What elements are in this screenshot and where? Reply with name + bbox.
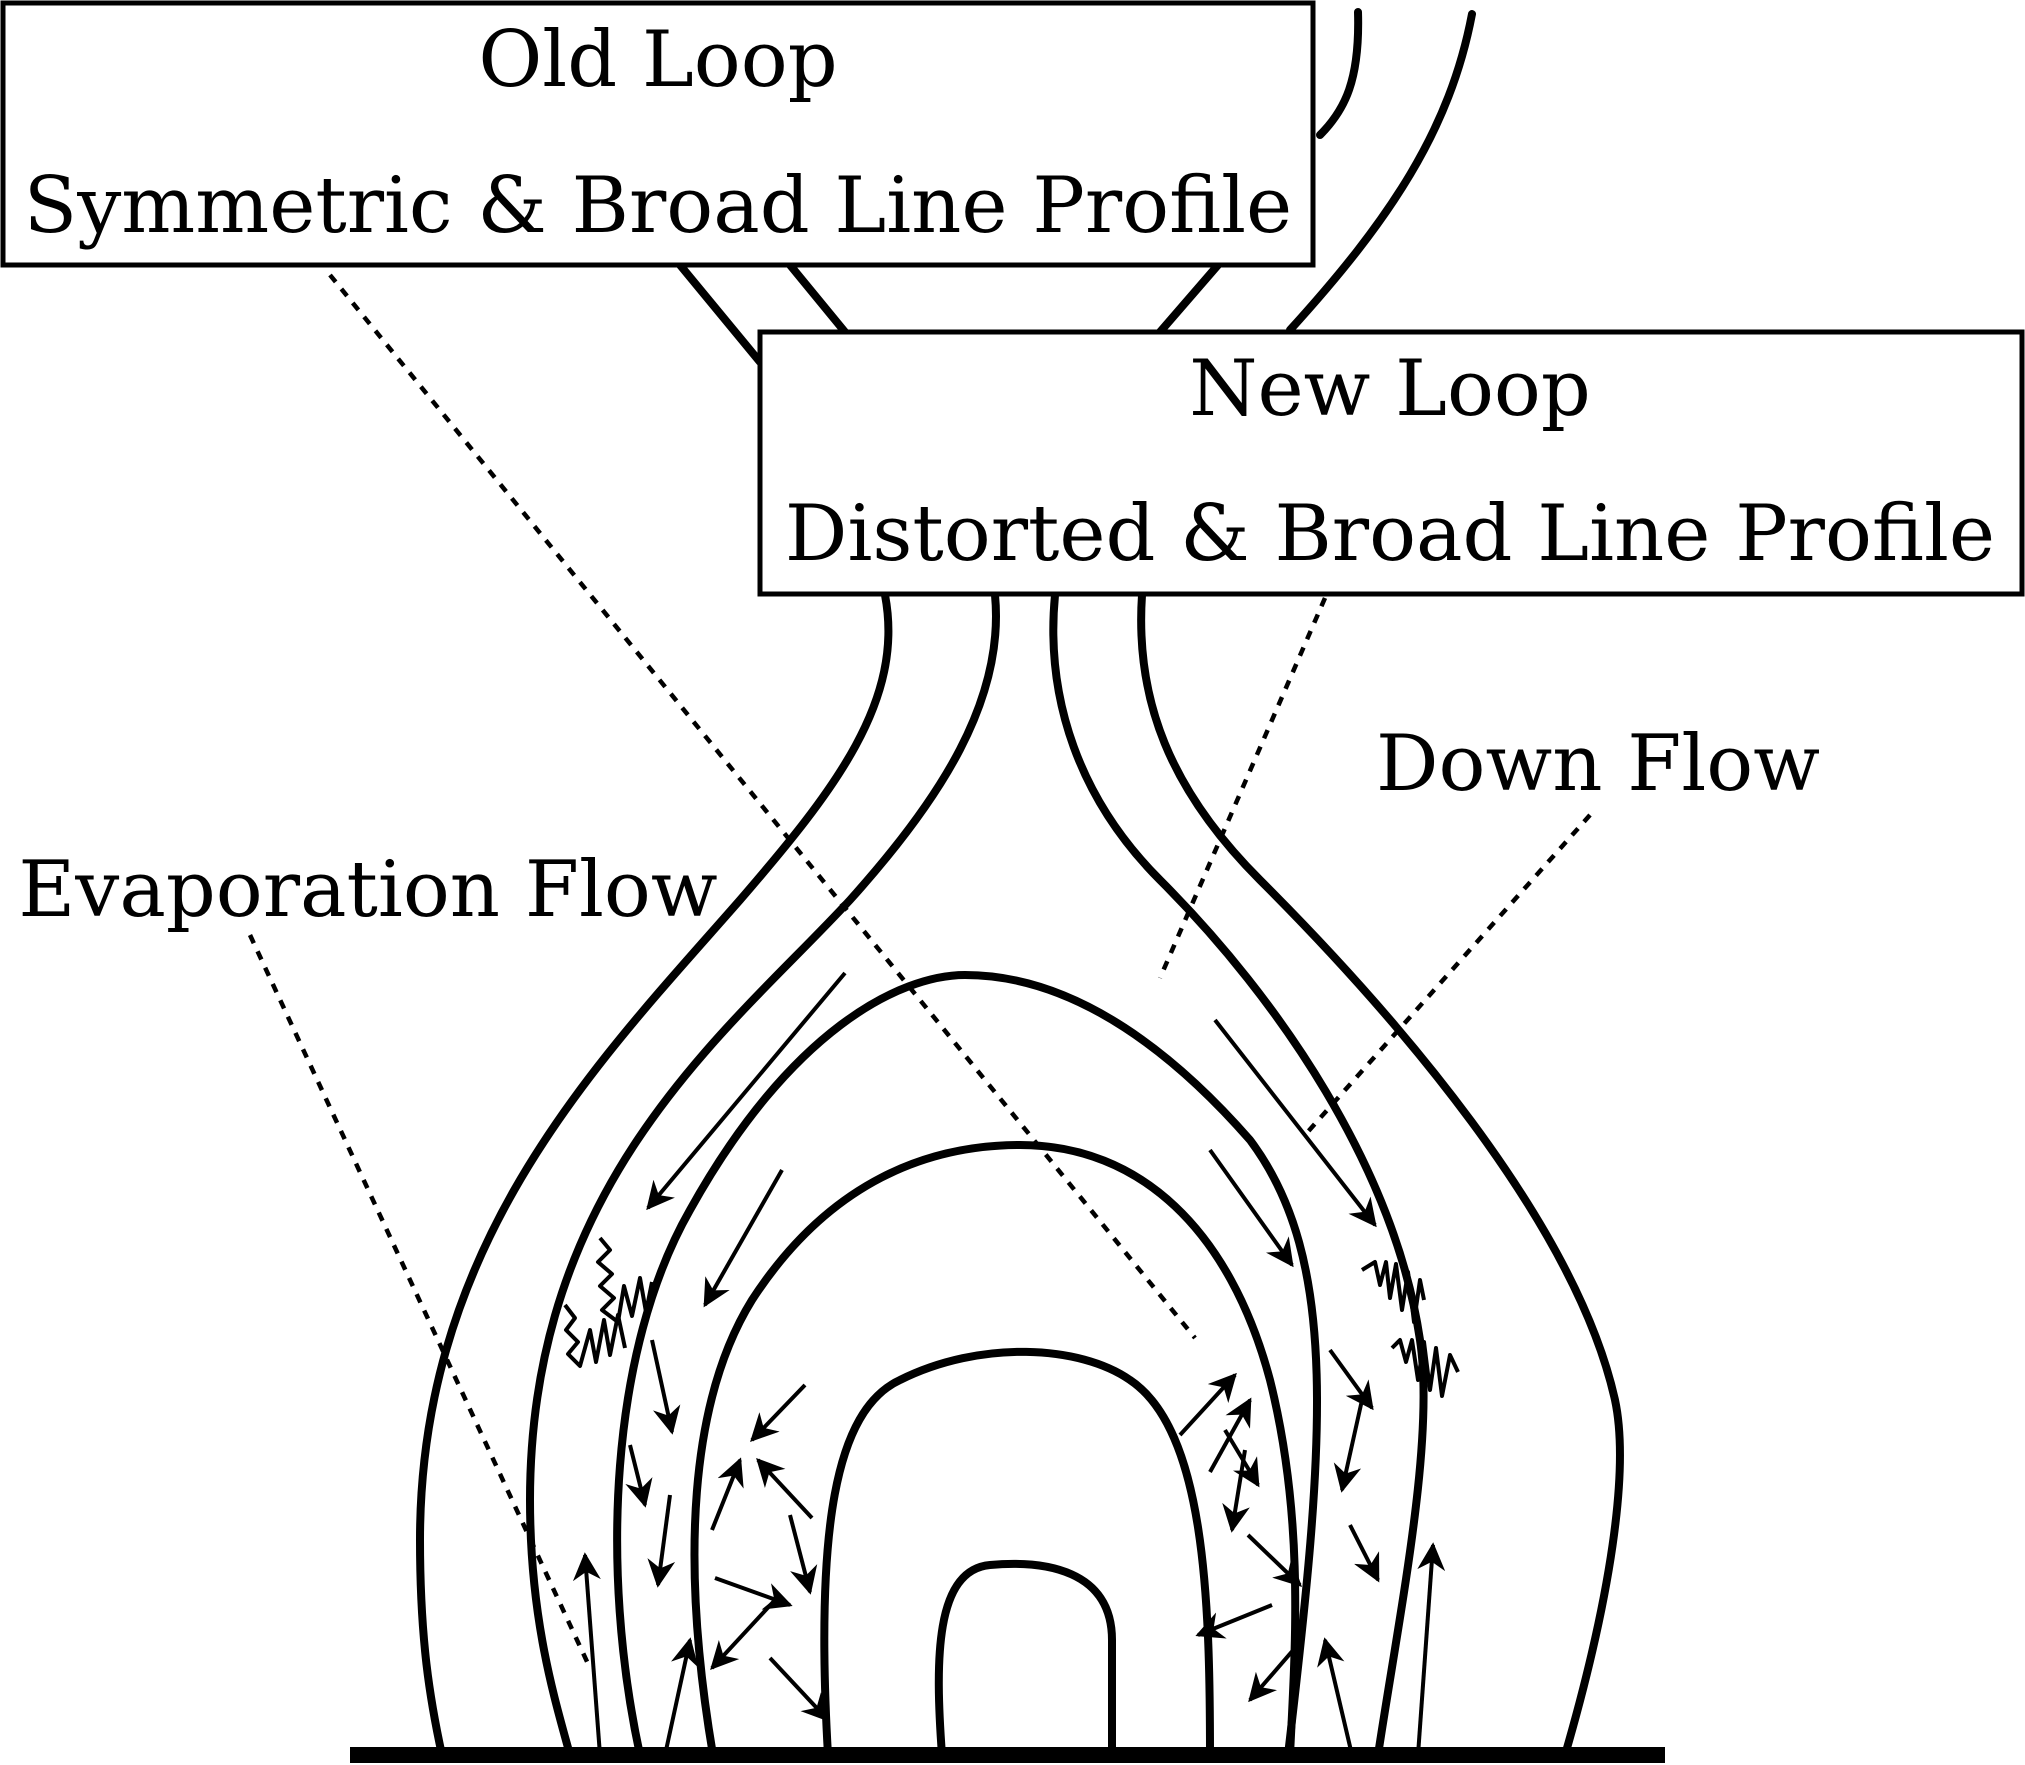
loop-arc-medium <box>690 1141 1300 1759</box>
turbulence-zigzag-left-upper <box>596 1236 654 1324</box>
evaporation-arrow-right-inner <box>1317 1637 1354 1756</box>
loop-arc-small <box>820 1347 1214 1759</box>
evaporation-flow-leader-line <box>247 934 593 1669</box>
old-loop-box <box>0 0 1316 268</box>
field-line-outer-right <box>1137 591 1624 1759</box>
chaotic-flow-arrows-right <box>1178 1348 1380 1703</box>
old-loop-subtitle: Symmetric & Broad Line Profile <box>24 161 1292 251</box>
old-loop-lower-leg-right <box>1156 261 1222 336</box>
evaporation-flow-label: Evaporation Flow <box>18 845 717 935</box>
turbulence-zigzag-right-lower <box>1390 1338 1460 1398</box>
new-loop-leader-line <box>1157 597 1328 979</box>
evaporation-arrow-right <box>1416 1542 1446 1756</box>
old-loop-title: Old Loop <box>478 15 837 105</box>
field-line-second-left <box>526 591 1000 1759</box>
old-loop-lower-leg-center <box>786 261 849 336</box>
old-loop-outer-leg <box>1286 10 1476 334</box>
turbulence-zigzag-left-lower <box>563 1303 627 1368</box>
down-flow-label: Down Flow <box>1376 719 1820 809</box>
new-loop-title: New Loop <box>1189 344 1591 434</box>
field-line-outer-left <box>416 591 893 1759</box>
down-flow-arrow-left <box>646 971 847 1211</box>
loop-arc-innermost <box>934 1559 1116 1759</box>
new-loop-box <box>757 329 2025 597</box>
new-loop-subtitle: Distorted & Broad Line Profile <box>785 489 1995 579</box>
down-flow-arrow-right-inner <box>1208 1148 1294 1268</box>
down-flow-arrow-right <box>1213 1018 1377 1228</box>
old-loop-inner-leg <box>1316 8 1363 139</box>
field-line-second-right <box>1049 591 1428 1759</box>
loop-arc-large <box>613 971 1322 1759</box>
chaotic-flow-arrows-left <box>625 1339 830 1723</box>
turbulence-zigzag-right-upper <box>1360 1260 1426 1324</box>
evaporation-arrow-left-inner <box>663 1637 699 1756</box>
old-loop-lower-leg-left <box>676 261 764 366</box>
down-flow-arrow-left-inner <box>703 1169 784 1308</box>
evaporation-arrow-left <box>572 1552 602 1756</box>
old-loop-leader-line <box>328 273 1197 1340</box>
